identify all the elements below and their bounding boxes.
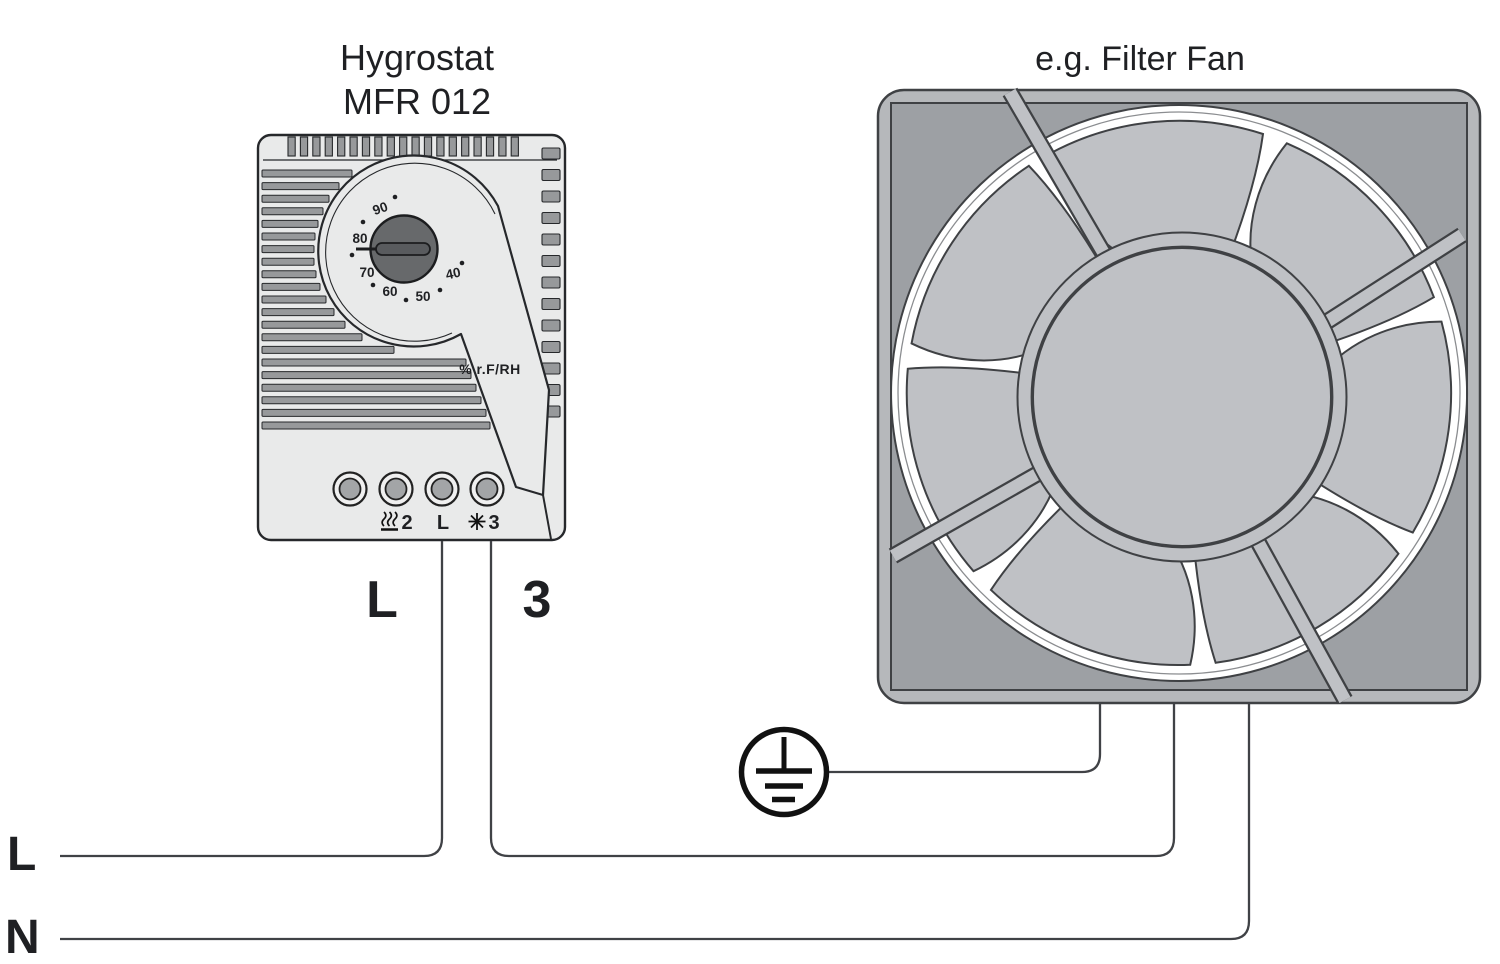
- scale-80: 80: [352, 231, 367, 246]
- fan-strut-bottom-right: [1249, 535, 1353, 705]
- scale-90: 90: [371, 199, 390, 218]
- heater-icon: [381, 511, 398, 531]
- labels: Hygrostat MFR 012 e.g. Filter Fan L 3 L …: [5, 37, 1245, 964]
- fan-guard-ring-inner-line: [1030, 245, 1334, 549]
- wire-neutral: [60, 704, 1251, 941]
- scale-70: 70: [359, 265, 374, 280]
- terminal-1: [332, 471, 368, 507]
- terminal-label-2: 2: [401, 512, 412, 534]
- wire-earth: [829, 704, 1102, 774]
- fan-strut-top-right: [1320, 227, 1467, 331]
- terminal-2: [378, 471, 414, 507]
- dial-knob: [356, 214, 439, 284]
- supply-label-live: L: [7, 828, 36, 881]
- wire-fan-feed: [489, 541, 1176, 858]
- hygrostat-title-line2: MFR 012: [343, 81, 491, 122]
- rh-unit-label: % r.F/RH: [459, 361, 521, 377]
- right-vents: [541, 147, 561, 418]
- fan-opening-rim-line: [897, 111, 1461, 675]
- terminal-labels: 2 L 3: [381, 511, 500, 534]
- wire-label-live: L: [366, 571, 398, 629]
- top-vents: [287, 136, 519, 157]
- dial-panel-inner-line: [325, 162, 496, 342]
- fan-strut-top-left: [1002, 87, 1114, 262]
- dial-panel-tail: [542, 494, 552, 540]
- fan-guard-ring-outer-line: [1016, 231, 1348, 563]
- terminal-label-l: L: [437, 512, 449, 534]
- wire-live-supply: [60, 541, 444, 858]
- wire-label-fan: 3: [523, 571, 552, 629]
- scale-40: 40: [444, 265, 462, 283]
- hygrostat-title-line1: Hygrostat: [340, 37, 494, 78]
- dial-scale: 90 80 70 60 50 40: [349, 194, 465, 304]
- terminal-label-3: 3: [488, 512, 499, 534]
- fan-caption: e.g. Filter Fan: [1035, 40, 1245, 78]
- scale-50: 50: [415, 289, 430, 304]
- knob-pointer: [375, 242, 431, 256]
- fan-strut-bottom-left: [888, 465, 1044, 564]
- hygrostat-device: 90 80 70 60 50 40 % r.F/RH: [256, 133, 567, 542]
- scale-60: 60: [382, 284, 397, 299]
- wiring: [60, 541, 1251, 941]
- filter-fan: [876, 87, 1482, 705]
- earth-symbol: [738, 726, 830, 818]
- terminal-block: [332, 471, 505, 507]
- supply-label-neutral: N: [5, 911, 40, 964]
- fan-hub: [1032, 247, 1332, 547]
- dial-scale-ticks: [349, 194, 465, 303]
- fan-corner-guards: [890, 102, 1469, 691]
- left-vents: [261, 169, 491, 430]
- terminal-l: [424, 471, 460, 507]
- fan-guard-ring: [1018, 233, 1346, 561]
- terminal-3: [469, 471, 505, 507]
- fan-struts: [888, 87, 1467, 705]
- fan-icon: [468, 513, 486, 530]
